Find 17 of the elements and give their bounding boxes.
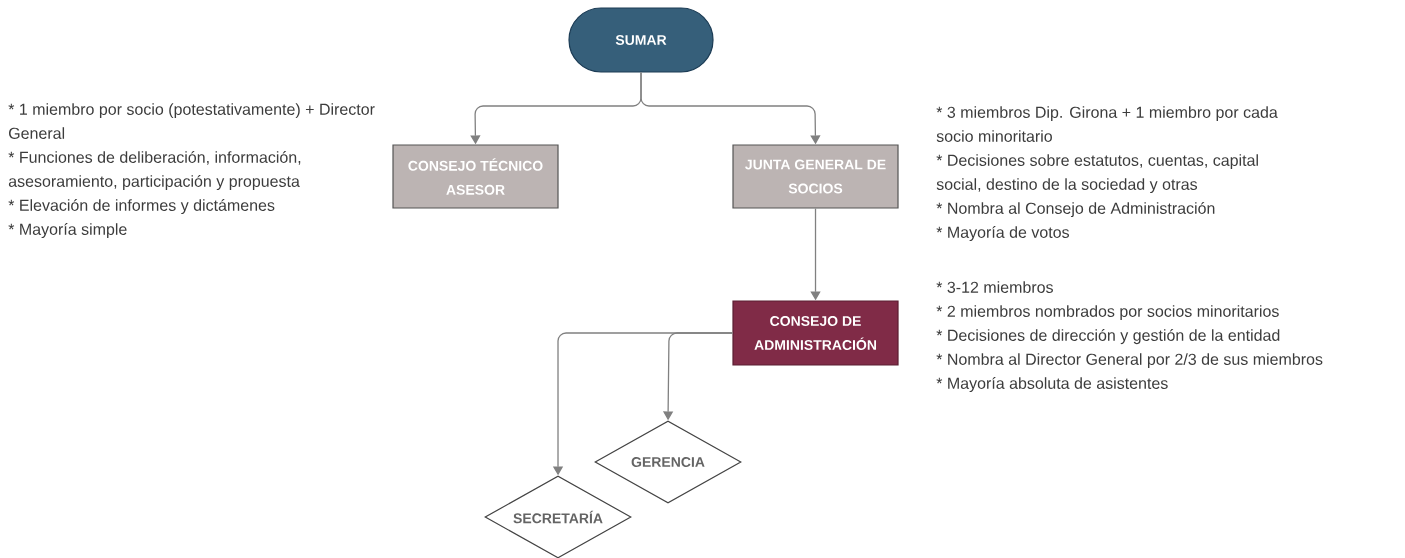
note-text: * Mayoría absoluta de asistentes: [936, 377, 1168, 393]
note-text: * Decisiones sobre estatutos, cuentas, capital social, destino de la sociedad y otras: [936, 154, 1258, 194]
process-box: JUNTA GENERAL DE SOCIOS: [732, 144, 899, 209]
note-text: * Mayoría de votos: [936, 226, 1069, 242]
note-text: * 1 miembro por socio (potestativamente) + Director General: [8, 103, 375, 139]
note-text: * Elevación de informes y dictámenes: [8, 199, 275, 215]
note-text: * 3 miembros Dip. Girona + 1 miembro por cada socio minoritario: [936, 106, 1278, 142]
note-text: * Nombra al Consejo de Administración: [936, 202, 1215, 218]
note-text: * 2 miembros nombrados por socios minoritarios: [936, 305, 1279, 321]
process-box: CONSEJO DE ADMINISTRACIÓN: [732, 300, 899, 366]
note-text: * Decisiones de dirección y gestión de la entidad: [936, 329, 1280, 345]
process-box: CONSEJO TÉCNICO ASESOR: [392, 144, 559, 209]
note-text: * 3-12 miembros: [936, 281, 1053, 293]
terminal-box: SUMAR: [568, 7, 714, 73]
note-text: * Nombra al Director General por 2/3 de sus miembros: [936, 353, 1323, 369]
note-text: * Funciones de deliberación, información, asesoramiento, participación y propuesta: [8, 151, 301, 191]
note-text: * Mayoría simple: [8, 223, 127, 239]
